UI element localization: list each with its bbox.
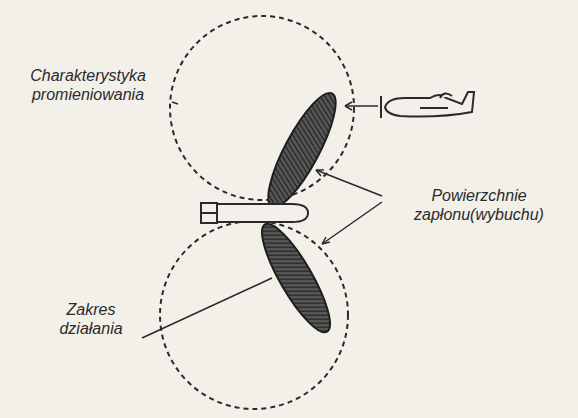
ignition-surface: [257, 86, 347, 215]
radiation-label: Charakterystyka promieniowania: [2, 66, 174, 104]
ignition-label: Powierzchnie zapłonu(wybuchu): [384, 186, 574, 224]
airplane: [381, 92, 474, 118]
missile: [201, 203, 308, 223]
range-label: Zakres działania: [36, 300, 146, 338]
ignition-surface: [251, 216, 341, 339]
leader-lines: [142, 102, 382, 338]
